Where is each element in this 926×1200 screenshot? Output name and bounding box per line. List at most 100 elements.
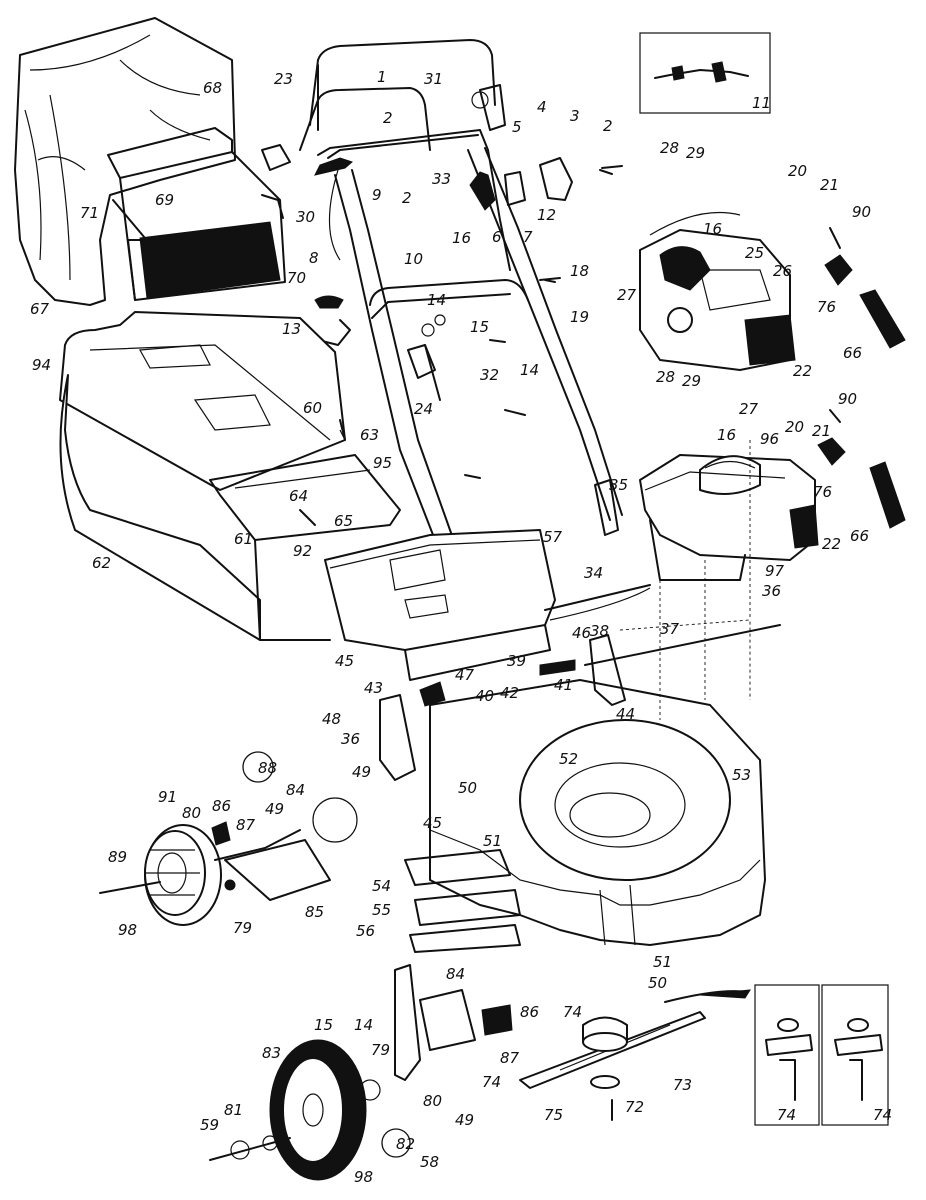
callout-94: 94 [32, 356, 51, 374]
callout-79b: 79 [371, 1041, 390, 1059]
callout-72: 72 [625, 1098, 644, 1116]
callout-76a: 76 [817, 298, 836, 316]
callout-6: 6 [492, 228, 502, 246]
callout-9: 9 [372, 186, 382, 204]
callout-44: 44 [616, 705, 635, 723]
callout-57: 57 [543, 528, 563, 546]
callout-95: 95 [373, 454, 392, 472]
callout-27a: 27 [617, 286, 637, 304]
inset-control [639, 32, 771, 114]
callout-75: 75 [544, 1106, 563, 1124]
callout-16b: 16 [703, 220, 722, 238]
callout-69: 69 [155, 191, 174, 209]
callout-16a: 16 [452, 229, 471, 247]
callout-22a: 22 [793, 362, 812, 380]
callout-97: 97 [765, 562, 785, 580]
callout-14c: 14 [354, 1016, 373, 1034]
callout-66b: 66 [850, 527, 869, 545]
callout-36b: 36 [762, 582, 781, 600]
callout-29b: 29 [682, 372, 701, 390]
callout-22b: 22 [822, 535, 841, 553]
inset-adapters [754, 984, 889, 1126]
callout-14a: 14 [427, 291, 446, 309]
callout-84a: 84 [286, 781, 305, 799]
callout-19: 19 [570, 308, 589, 326]
callout-38: 38 [590, 622, 609, 640]
chain-parts [817, 254, 906, 529]
circled-82-ring [381, 1128, 411, 1158]
callout-20a: 20 [788, 162, 807, 180]
callout-61: 61 [234, 530, 253, 548]
callout-4: 4 [537, 98, 547, 116]
callout-15a: 15 [470, 318, 489, 336]
callout-80b: 80 [423, 1092, 442, 1110]
callout-88: 88 [258, 759, 277, 777]
callout-64: 64 [289, 487, 308, 505]
callout-2a: 2 [383, 109, 393, 127]
callout-62: 62 [92, 554, 111, 572]
callout-13: 13 [282, 320, 301, 338]
callout-12: 12 [537, 206, 556, 224]
callout-74b: 74 [482, 1073, 501, 1091]
engine-lower [639, 454, 819, 581]
callout-74d: 74 [873, 1106, 892, 1124]
callout-54: 54 [372, 877, 391, 895]
callout-87b: 87 [500, 1049, 520, 1067]
callout-49a: 49 [352, 763, 371, 781]
callout-34: 34 [584, 564, 603, 582]
callout-28b: 28 [656, 368, 675, 386]
callout-21b: 21 [812, 422, 831, 440]
callout-50a: 50 [458, 779, 477, 797]
callout-27b: 27 [739, 400, 759, 418]
callout-49c: 49 [455, 1111, 474, 1129]
callout-60: 60 [303, 399, 322, 417]
callout-36a: 36 [341, 730, 360, 748]
callout-14b: 14 [520, 361, 539, 379]
callout-90b: 90 [838, 390, 857, 408]
callout-20b: 20 [785, 418, 804, 436]
callout-18: 18 [570, 262, 589, 280]
callout-15b: 15 [314, 1016, 333, 1034]
callout-16c: 16 [717, 426, 736, 444]
callout-21a: 21 [820, 176, 839, 194]
callout-5: 5 [512, 118, 522, 136]
callout-23: 23 [274, 70, 293, 88]
callout-51a: 51 [483, 832, 502, 850]
callout-65: 65 [334, 512, 353, 530]
callout-52: 52 [559, 750, 578, 768]
callout-35: 35 [609, 476, 628, 494]
callout-49b: 49 [265, 800, 284, 818]
hardware [299, 169, 841, 526]
callout-71: 71 [80, 204, 99, 222]
callout-59: 59 [200, 1116, 219, 1134]
callout-96: 96 [760, 430, 779, 448]
engine-upper [639, 212, 796, 371]
callout-53: 53 [732, 766, 751, 784]
callout-11: 11 [752, 94, 771, 112]
callout-24: 24 [414, 400, 433, 418]
callout-45a: 45 [335, 652, 354, 670]
callout-2b: 2 [603, 117, 613, 135]
callout-89: 89 [108, 848, 127, 866]
cables [419, 440, 781, 720]
callout-50b: 50 [648, 974, 667, 992]
callout-7: 7 [523, 228, 533, 246]
callout-79a: 79 [233, 919, 252, 937]
callout-51b: 51 [653, 953, 672, 971]
callout-67: 67 [30, 300, 50, 318]
callout-47: 47 [455, 666, 475, 684]
callout-32: 32 [480, 366, 499, 384]
left-wheel [99, 797, 358, 926]
callout-45b: 45 [423, 814, 442, 832]
callout-80a: 80 [182, 804, 201, 822]
front-wheel [209, 964, 513, 1181]
circled-88-ring [242, 751, 274, 783]
callout-56: 56 [356, 922, 375, 940]
bag-frame [107, 127, 286, 301]
callout-1: 1 [377, 68, 387, 86]
callout-46: 46 [572, 624, 591, 642]
callout-40: 40 [475, 687, 494, 705]
